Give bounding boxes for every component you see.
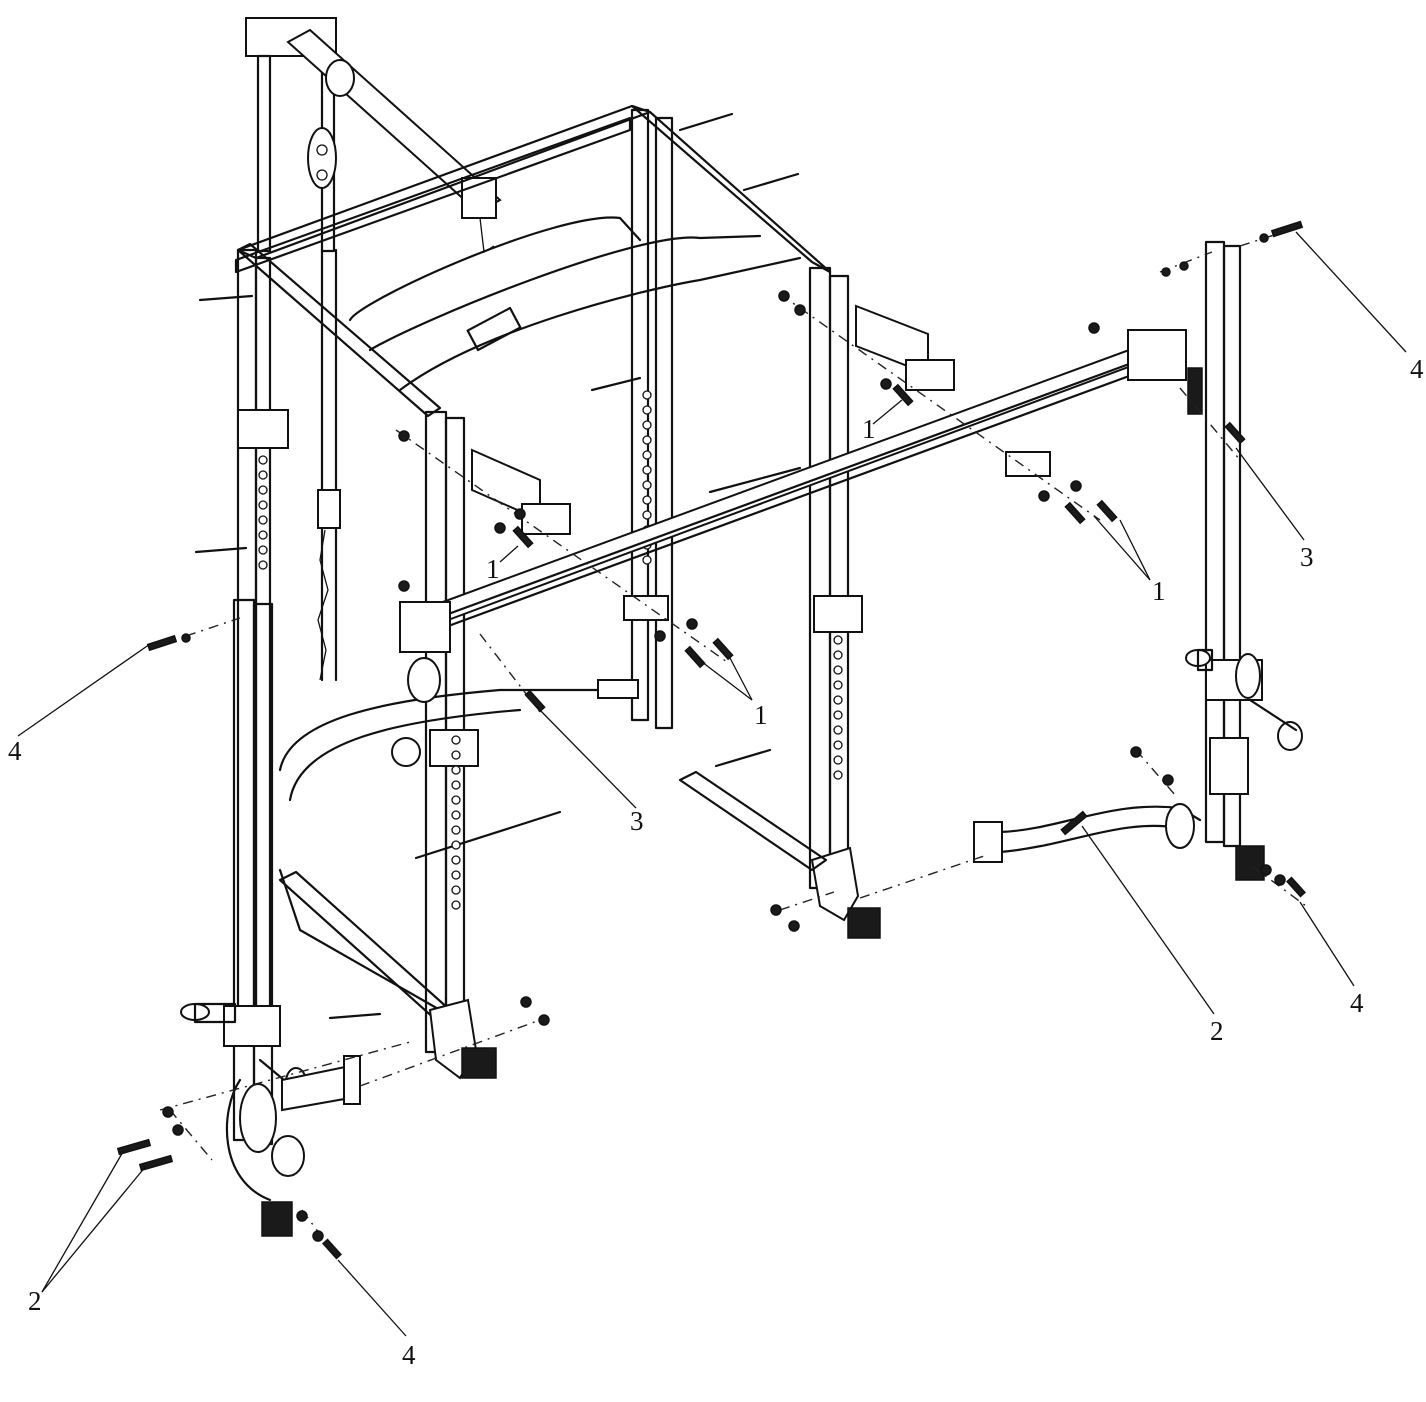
bolt bbox=[1270, 220, 1304, 238]
callout-3-right: 3 bbox=[1300, 542, 1314, 572]
callout-4-bottom: 4 bbox=[402, 1340, 416, 1370]
left-detached-upright bbox=[180, 598, 361, 1237]
callout-2-left: 2 bbox=[28, 1286, 42, 1316]
callout-1-center-plate: 1 bbox=[754, 700, 768, 730]
right-front-upright bbox=[678, 266, 881, 939]
hardware-fasteners bbox=[116, 220, 1306, 1260]
right-detached-upright bbox=[1185, 240, 1303, 881]
callout-4-top-right: 4 bbox=[1410, 354, 1424, 384]
callout-3-center: 3 bbox=[630, 806, 644, 836]
left-front-upright bbox=[424, 410, 497, 1080]
callout-labels: 1 1 1 1 2 2 3 3 4 4 4 4 bbox=[8, 354, 1424, 1370]
right-base-bar bbox=[973, 803, 1202, 863]
bracket-plates bbox=[623, 451, 1051, 621]
top-rails bbox=[194, 116, 802, 1020]
bolt bbox=[146, 634, 178, 652]
callout-2-right: 2 bbox=[1210, 1016, 1224, 1046]
left-safety-arm bbox=[471, 448, 571, 535]
callout-4-lower-right: 4 bbox=[1350, 988, 1364, 1018]
right-safety-arm bbox=[855, 304, 955, 391]
right-front-holes bbox=[833, 635, 843, 780]
callout-1-left-arm: 1 bbox=[486, 554, 500, 584]
callout-4-left: 4 bbox=[8, 736, 22, 766]
left-rear-holes bbox=[258, 455, 268, 570]
callout-1-right-plate: 1 bbox=[1152, 576, 1166, 606]
top-pulley-tower bbox=[245, 17, 502, 254]
main-crossbar bbox=[399, 329, 1203, 703]
leader-lines bbox=[17, 231, 1407, 1337]
assembly-lines bbox=[159, 227, 1307, 1257]
smith-cable-column bbox=[317, 248, 341, 682]
left-rear-upright bbox=[236, 248, 289, 1040]
left-front-holes bbox=[451, 735, 461, 910]
rear-frame bbox=[236, 104, 832, 768]
callout-1-right-arm: 1 bbox=[862, 414, 876, 444]
